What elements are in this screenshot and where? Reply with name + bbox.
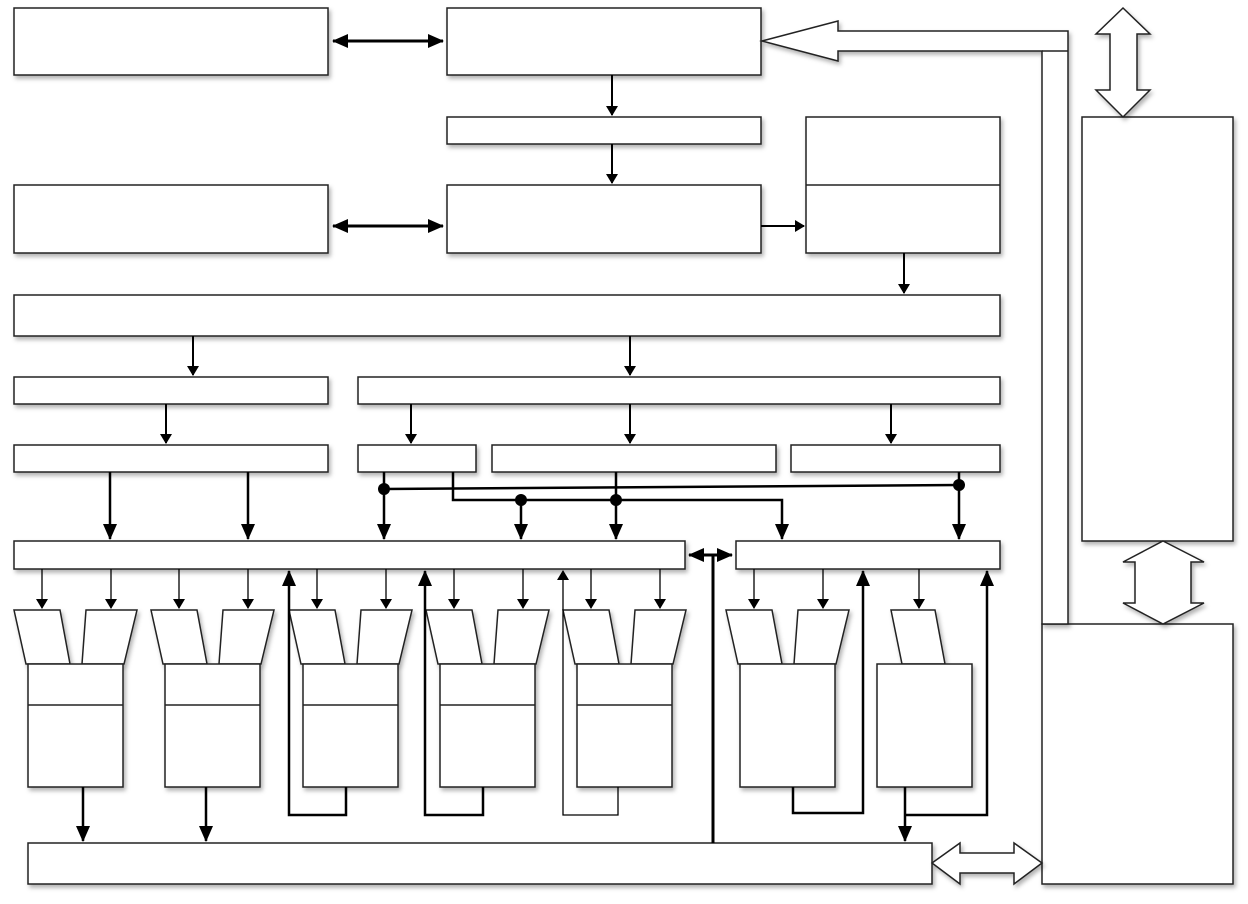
block-e xyxy=(446,184,762,254)
junction-dot xyxy=(378,483,390,495)
unit-input xyxy=(890,609,946,665)
block-bottom xyxy=(27,842,933,885)
block-b xyxy=(446,7,762,76)
unit-input-right xyxy=(493,609,550,665)
unit-input-right xyxy=(793,609,850,665)
junction-dot xyxy=(610,494,622,506)
hollow-double-arrow-middle xyxy=(1122,540,1205,625)
unit-body xyxy=(27,663,124,788)
unit-input-left xyxy=(725,609,783,665)
block-a xyxy=(13,7,329,76)
hollow-feedback-arrow xyxy=(759,20,1069,625)
block-j2 xyxy=(735,540,1001,570)
unit-input-left xyxy=(150,609,208,665)
unit-input-right xyxy=(356,609,413,665)
block-c xyxy=(446,116,762,145)
unit-body xyxy=(302,663,399,788)
unit-input-left xyxy=(288,609,346,665)
block-i3 xyxy=(491,444,777,473)
unit-body xyxy=(164,663,261,788)
block-d xyxy=(13,184,329,254)
hollow-double-arrow-top xyxy=(1094,6,1152,119)
junction-dot xyxy=(953,479,965,491)
bus-line-upper xyxy=(383,483,960,491)
return-path-unit-7 xyxy=(905,570,994,817)
block-g xyxy=(13,294,1001,337)
unit-body xyxy=(876,663,973,788)
return-paths xyxy=(76,570,994,842)
unit-input-right xyxy=(218,609,275,665)
block-right-lower xyxy=(1041,623,1234,885)
unit-body xyxy=(576,663,673,788)
interconnect-bus xyxy=(377,472,966,540)
return-path-unit-5 xyxy=(557,570,619,816)
unit-input-left xyxy=(562,609,620,665)
block-h2 xyxy=(357,376,1001,405)
unit-body xyxy=(739,663,836,788)
return-path-unit-4 xyxy=(418,570,485,817)
block-i1 xyxy=(13,444,329,473)
hollow-double-arrow-bottom xyxy=(930,841,1044,886)
unit-body xyxy=(439,663,536,788)
return-path-unit-6 xyxy=(791,570,870,815)
unit-input-left xyxy=(13,609,71,665)
return-path-unit-3 xyxy=(282,570,348,817)
block-h1 xyxy=(13,376,329,405)
block-j1 xyxy=(13,540,686,570)
execution-units xyxy=(13,569,973,788)
unit-input-left xyxy=(425,609,483,665)
junction-dot xyxy=(515,494,527,506)
block-i2 xyxy=(357,444,477,473)
unit-input-right xyxy=(81,609,138,665)
block-i4 xyxy=(790,444,1001,473)
unit-input-right xyxy=(630,609,687,665)
flow-arrows xyxy=(103,75,910,540)
block-right-upper xyxy=(1081,116,1234,542)
